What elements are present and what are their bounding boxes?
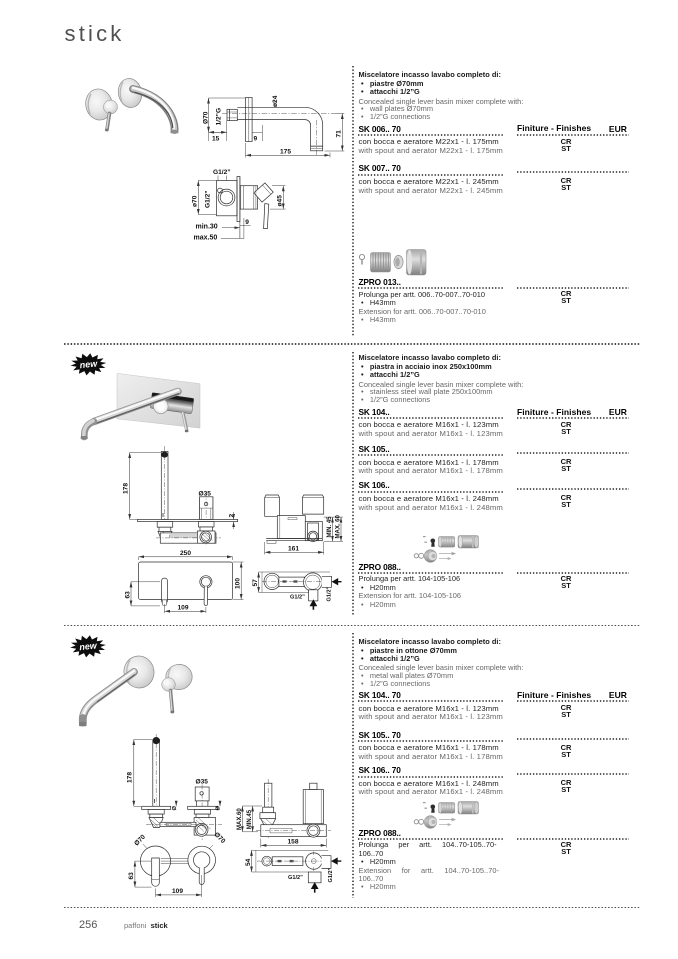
svg-text:2: 2 — [229, 514, 236, 518]
svg-text:161: 161 — [288, 546, 299, 553]
svg-text:min.30: min.30 — [196, 224, 218, 231]
svg-text:MAX.60: MAX.60 — [237, 808, 243, 830]
svg-text:new: new — [79, 640, 98, 652]
svg-text:G1/2”: G1/2” — [328, 867, 334, 882]
svg-text:100: 100 — [235, 578, 242, 589]
svg-text:Ø: Ø — [172, 806, 178, 811]
svg-text:250: 250 — [180, 550, 191, 557]
svg-text:Ø: Ø — [216, 806, 222, 811]
svg-text:ø45: ø45 — [277, 195, 284, 207]
svg-text:G1/2”: G1/2” — [288, 875, 303, 881]
svg-text:54: 54 — [245, 858, 252, 866]
svg-text:MAX. 60: MAX. 60 — [336, 514, 342, 538]
svg-text:158: 158 — [288, 839, 299, 846]
svg-text:G1/2”: G1/2” — [205, 190, 212, 208]
svg-text:G1/2”: G1/2” — [326, 586, 332, 601]
svg-text:Ø35: Ø35 — [196, 779, 209, 786]
svg-text:Ø70: Ø70 — [133, 833, 147, 847]
svg-text:ø24: ø24 — [272, 95, 279, 107]
svg-text:57: 57 — [252, 579, 259, 587]
svg-text:175: 175 — [280, 149, 291, 156]
svg-text:178: 178 — [127, 772, 134, 783]
svg-text:G1/2”: G1/2” — [290, 595, 305, 601]
svg-text:ø70: ø70 — [192, 195, 199, 207]
svg-text:109: 109 — [178, 605, 189, 612]
svg-text:178: 178 — [123, 483, 130, 494]
svg-text:G1/2”: G1/2” — [213, 169, 231, 176]
svg-text:9: 9 — [254, 135, 258, 142]
svg-text:Ø70: Ø70 — [213, 831, 227, 845]
svg-text:63: 63 — [124, 591, 131, 599]
svg-text:15: 15 — [212, 135, 220, 142]
svg-text:MIN.45: MIN.45 — [247, 809, 253, 829]
svg-text:max.50: max.50 — [194, 235, 218, 242]
svg-text:1/2”G: 1/2”G — [216, 108, 223, 126]
svg-text:Ø70: Ø70 — [203, 111, 210, 124]
svg-text:9: 9 — [245, 219, 249, 226]
svg-text:MIN. 45: MIN. 45 — [327, 516, 333, 538]
svg-text:63: 63 — [128, 872, 135, 880]
svg-text:new: new — [79, 358, 98, 370]
svg-text:71: 71 — [336, 130, 343, 138]
svg-text:109: 109 — [172, 888, 183, 895]
svg-text:Ø35: Ø35 — [199, 490, 212, 497]
